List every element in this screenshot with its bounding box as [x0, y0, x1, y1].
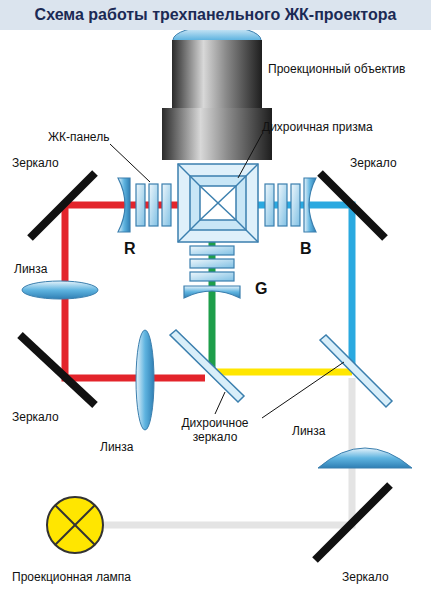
channel-letter: B: [300, 240, 312, 258]
part-label: ЖК-панель: [48, 130, 109, 144]
lcd-panels: [118, 178, 316, 298]
diagram-title: Схема работы трехпанельного ЖК-проектора: [0, 0, 431, 30]
dichroic-prism: [178, 164, 258, 242]
projection-lamp: [47, 497, 103, 553]
leader-lines: [110, 134, 344, 418]
part-label: Линза: [292, 424, 325, 438]
part-label: Проекционный объектив: [268, 62, 405, 76]
part-label: Зеркало: [350, 156, 397, 170]
lenses: [22, 281, 412, 468]
part-label: Линза: [14, 262, 47, 276]
part-label: Дихроичное зеркало: [165, 416, 265, 444]
part-label: Дихроичная призма: [262, 120, 373, 134]
mirrors: [20, 173, 390, 560]
part-label: Проекционная лампа: [12, 570, 131, 584]
channel-letter: R: [124, 240, 136, 258]
light-paths: [65, 205, 352, 525]
projection-objective: [162, 26, 272, 160]
dichroic-mirrors: [170, 330, 392, 407]
part-label: Зеркало: [342, 570, 389, 584]
part-label: Линза: [100, 440, 133, 454]
channel-letter: G: [255, 280, 267, 298]
part-label: Зеркало: [12, 156, 59, 170]
part-label: Зеркало: [12, 410, 59, 424]
